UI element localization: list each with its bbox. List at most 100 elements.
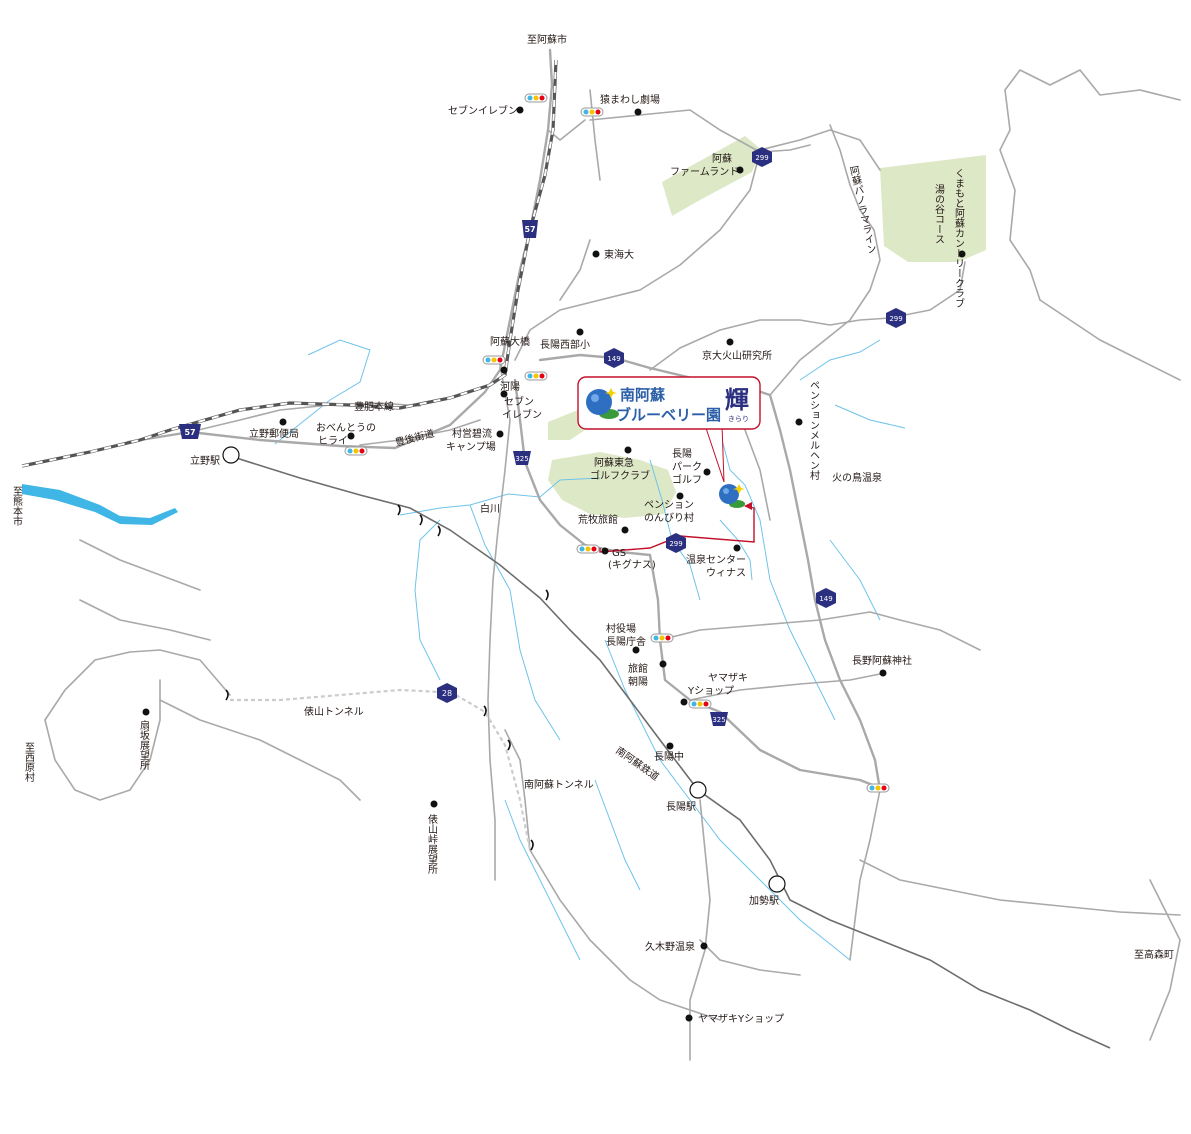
blueberry-farm-marker[interactable]: [719, 484, 745, 508]
tokyu-golf-area: [548, 452, 676, 518]
road: [189, 402, 421, 433]
poi-dots: [142, 106, 966, 1022]
road: [659, 611, 871, 641]
label-seven-mid-2: イレブン: [502, 408, 542, 421]
poi-dot: [601, 547, 609, 555]
poi-dot: [430, 800, 438, 808]
label-yakuba-2: 長陽庁舎: [606, 635, 646, 648]
road: [589, 109, 811, 153]
label-tokyu-golf-2: ゴルフクラブ: [590, 469, 650, 482]
road: [159, 699, 361, 801]
river-line: [399, 477, 601, 516]
label-pension-nonbiri-2: のんびり村: [644, 511, 694, 524]
route-shield-number: 325: [515, 455, 528, 463]
farmland-area: [662, 136, 762, 216]
route-149-shield: 149: [604, 348, 624, 368]
road: [504, 729, 721, 1021]
tunnel-mark: [507, 739, 511, 751]
label-gs-1: GS: [612, 548, 626, 559]
poi-dot: [576, 328, 584, 336]
road: [359, 419, 481, 446]
label-onsen-center-1: 温泉センター: [686, 553, 746, 566]
label-nagano-shrine: 長野阿蘇神社: [852, 654, 912, 667]
ridge-line: [759, 129, 881, 171]
route-shield-shape: [816, 588, 836, 608]
poi-dot: [795, 418, 803, 426]
route-shield-shape: [179, 424, 201, 439]
poi-dot: [700, 942, 708, 950]
road: [583, 543, 887, 792]
poi-dot: [879, 669, 887, 677]
sparkle-icon: [733, 484, 745, 494]
road: [44, 679, 161, 801]
road: [689, 673, 881, 701]
label-choyo-st: 長陽駅: [666, 801, 696, 813]
poi-dot: [685, 1014, 693, 1022]
traffic-signal-icon: [344, 446, 368, 456]
golf-course-area: [880, 155, 986, 262]
label-aso-ohashi: 阿蘇大橋: [490, 335, 530, 348]
poi-dot: [634, 108, 642, 116]
river-line: [829, 539, 881, 621]
poi-dot: [676, 492, 684, 500]
label-tawarayama-pass: 俵山峠展望所: [426, 813, 438, 875]
label-seven-north: セブンイレブン: [448, 104, 518, 117]
label-choyo-nishi: 長陽西部小: [540, 338, 590, 351]
hohi-line-dash: [21, 59, 557, 467]
traffic-signal-icon: [688, 699, 712, 709]
route-shield-shape: [710, 712, 728, 726]
label-minamiaso-tunnel: 南阿蘇トンネル: [524, 778, 594, 791]
railways: [21, 59, 1111, 1049]
route-57-shield: 57: [179, 424, 201, 439]
label-tokyu-golf-1: 阿蘇東急: [594, 456, 634, 469]
kase-station-icon: [768, 875, 786, 893]
label-choyo-jh: 長陽中: [654, 750, 684, 763]
route-299-shield: 299: [666, 533, 686, 553]
traffic-signal-icon: [576, 544, 600, 554]
label-tawarayama-tunnel: 俵山トンネル: [304, 705, 364, 718]
poi-dot: [624, 446, 632, 454]
label-onsen-center-2: ウィナス: [706, 567, 746, 579]
road: [487, 364, 511, 881]
poi-dot: [680, 698, 688, 706]
choyo-station-icon: [689, 781, 707, 799]
banner-logo: [586, 388, 619, 419]
route-325-road: [513, 378, 587, 547]
blueberry-farm-banner[interactable]: 南阿蘇 ブルーベリー園 輝 きらり: [577, 376, 761, 430]
river-line: [719, 431, 836, 721]
tunnels: [230, 688, 532, 851]
direction-west-top: 至熊本市: [11, 486, 23, 527]
banner-reading: きらり: [728, 415, 749, 423]
route-shield-number: 325: [712, 716, 725, 724]
road: [589, 89, 601, 181]
route-shield-shape: [522, 220, 538, 238]
label-farmland-2: ファームランド: [670, 166, 739, 178]
label-kumamoto-cc: くまもと阿蘇カントリークラブ: [953, 168, 965, 308]
label-tokai: 東海大: [604, 248, 634, 261]
banner-frame: [577, 376, 761, 430]
traffic-signal-icon: [524, 93, 548, 103]
route-shield-number: 299: [755, 154, 768, 162]
poi-dot: [500, 366, 508, 374]
label-pension-nonbiri-1: ペンション: [644, 500, 694, 511]
route-shield-shape: [886, 308, 906, 328]
river-line: [274, 339, 371, 445]
label-aramaki: 荒牧旅館: [578, 513, 618, 526]
route-shield-number: 57: [524, 225, 535, 234]
banner-title-line1: 南阿蘇: [620, 386, 665, 404]
access-route-arrow: [744, 502, 752, 510]
green-areas: [548, 136, 986, 518]
ridges: [79, 69, 1181, 1041]
label-kukino: 久木野温泉: [645, 940, 695, 953]
road: [514, 151, 761, 361]
tunnel-line: [455, 694, 532, 851]
route-shield-shape: [437, 683, 457, 703]
ridge-line: [1004, 69, 1181, 101]
panorama-road: [769, 124, 881, 396]
poi-dot: [703, 468, 711, 476]
river-line: [834, 404, 906, 429]
poi-dot: [666, 742, 674, 750]
route-shield-number: 57: [184, 428, 195, 437]
route-325-shield: 325: [710, 712, 728, 726]
tunnel-mark: [530, 839, 534, 851]
